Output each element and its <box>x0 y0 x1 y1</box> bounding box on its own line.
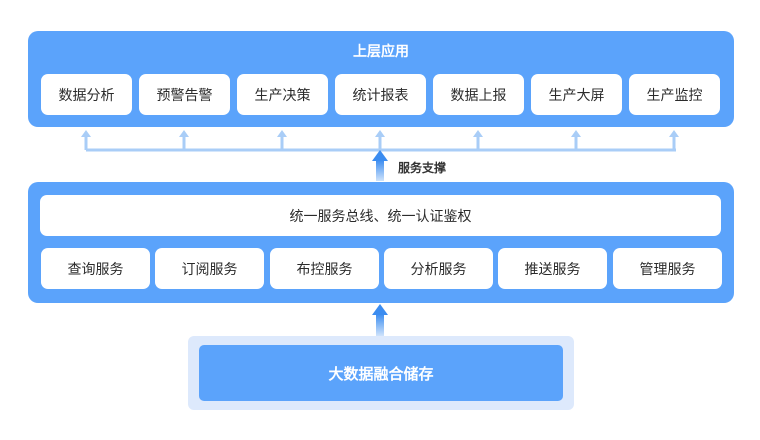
top-layer-title: 上层应用 <box>353 44 409 60</box>
bottom-layer-panel: 大数据融合储存 <box>188 336 574 410</box>
service-box-query: 查询服务 <box>41 248 150 289</box>
app-connector-arrowhead <box>277 130 287 137</box>
app-connector-arrowhead <box>81 130 91 137</box>
app-connector-arrowhead <box>669 130 679 137</box>
app-box-production-monitor: 生产监控 <box>629 74 720 115</box>
service-box-management: 管理服务 <box>613 248 722 289</box>
top-layer-panel: 上层应用 数据分析 预警告警 生产决策 统计报表 数据上报 生产大屏 生产监控 <box>28 31 734 127</box>
service-box-push: 推送服务 <box>498 248 607 289</box>
app-connector-arrowhead <box>375 130 385 137</box>
app-box-statistics-report: 统计报表 <box>335 74 426 115</box>
app-box-production-decision: 生产决策 <box>237 74 328 115</box>
storage-box: 大数据融合储存 <box>199 345 563 401</box>
app-connector-arrowhead <box>571 130 581 137</box>
app-box-alert: 预警告警 <box>139 74 230 115</box>
service-box-subscribe: 订阅服务 <box>155 248 264 289</box>
app-box-data-analysis: 数据分析 <box>41 74 132 115</box>
app-connector-arrowhead <box>473 130 483 137</box>
app-connector-arrowhead <box>179 130 189 137</box>
service-box-analysis: 分析服务 <box>384 248 493 289</box>
service-box-control: 布控服务 <box>270 248 379 289</box>
storage-arrow <box>372 304 388 336</box>
support-arrow <box>372 150 388 181</box>
app-box-data-reporting: 数据上报 <box>433 74 524 115</box>
middle-layer-panel: 统一服务总线、统一认证鉴权 查询服务 订阅服务 布控服务 分析服务 推送服务 管… <box>28 182 734 303</box>
support-label: 服务支撑 <box>398 161 447 175</box>
app-box-production-screen: 生产大屏 <box>531 74 622 115</box>
service-bus-box: 统一服务总线、统一认证鉴权 <box>40 195 721 236</box>
app-connector-arrows <box>81 130 679 150</box>
